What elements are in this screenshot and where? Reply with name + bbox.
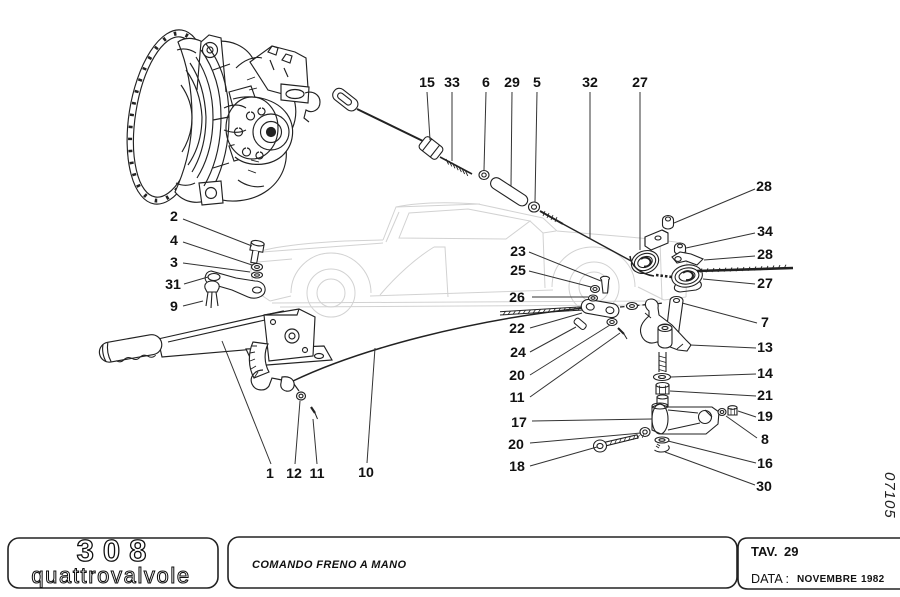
svg-text:28: 28 xyxy=(757,247,773,263)
svg-text:20: 20 xyxy=(508,437,524,453)
svg-text:32: 32 xyxy=(582,75,598,91)
svg-text:10: 10 xyxy=(358,465,374,481)
svg-text:22: 22 xyxy=(509,321,525,337)
svg-text:07105: 07105 xyxy=(881,472,898,519)
svg-text:1: 1 xyxy=(266,466,274,482)
svg-text:12: 12 xyxy=(286,466,302,482)
svg-text:9: 9 xyxy=(170,299,178,315)
svg-text:16: 16 xyxy=(757,456,773,472)
svg-text:29: 29 xyxy=(504,75,520,91)
svg-text:308: 308 xyxy=(77,533,156,568)
svg-text:30: 30 xyxy=(756,479,772,495)
svg-text:1982: 1982 xyxy=(861,574,885,585)
svg-text:11: 11 xyxy=(310,466,325,482)
svg-text:5: 5 xyxy=(533,75,541,91)
svg-text:28: 28 xyxy=(756,179,772,195)
svg-text:19: 19 xyxy=(757,409,773,425)
svg-text:34: 34 xyxy=(757,224,773,240)
svg-text:quattrovalvole: quattrovalvole xyxy=(31,563,190,588)
svg-text:21: 21 xyxy=(757,388,773,404)
svg-text:11: 11 xyxy=(510,390,525,406)
svg-text:DATA :: DATA : xyxy=(751,572,789,586)
svg-text:4: 4 xyxy=(170,233,178,249)
svg-text:17: 17 xyxy=(511,415,527,431)
svg-text:15: 15 xyxy=(419,75,435,91)
svg-text:TAV.: TAV. xyxy=(751,544,778,559)
svg-text:2: 2 xyxy=(170,209,178,225)
svg-text:13: 13 xyxy=(757,340,773,356)
svg-text:24: 24 xyxy=(510,345,526,361)
svg-text:6: 6 xyxy=(482,75,490,91)
svg-text:33: 33 xyxy=(444,75,460,91)
svg-text:COMANDO FRENO A MANO: COMANDO FRENO A MANO xyxy=(252,559,406,571)
svg-text:31: 31 xyxy=(165,277,181,293)
svg-text:26: 26 xyxy=(509,290,525,306)
svg-text:23: 23 xyxy=(510,244,526,260)
svg-text:27: 27 xyxy=(757,276,773,292)
svg-text:3: 3 xyxy=(170,255,178,271)
svg-text:25: 25 xyxy=(510,263,526,279)
svg-text:27: 27 xyxy=(632,75,648,91)
svg-text:7: 7 xyxy=(761,315,769,331)
svg-text:14: 14 xyxy=(757,366,773,382)
svg-text:18: 18 xyxy=(509,459,525,475)
svg-text:29: 29 xyxy=(784,544,798,559)
svg-text:8: 8 xyxy=(761,432,769,448)
svg-text:NOVEMBRE: NOVEMBRE xyxy=(797,574,857,585)
svg-text:20: 20 xyxy=(509,368,525,384)
